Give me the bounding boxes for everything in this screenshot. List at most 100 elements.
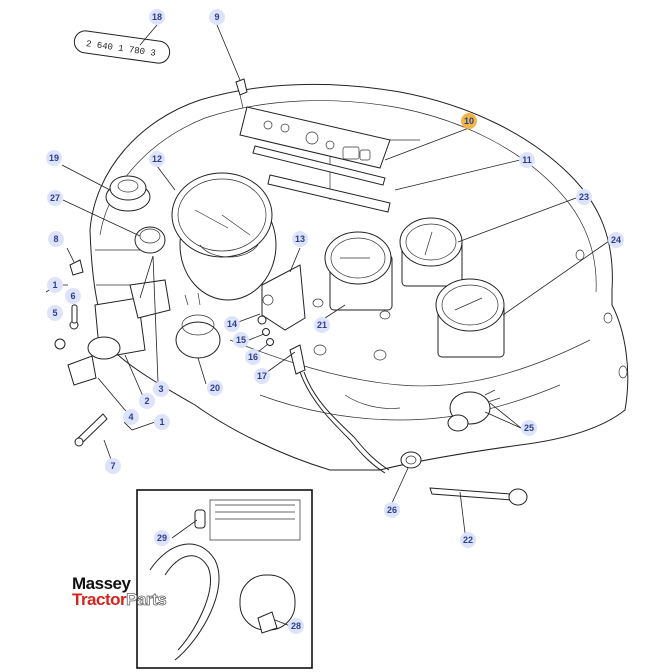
- callout-number: 23: [579, 192, 589, 202]
- callout-3: 3: [153, 381, 169, 397]
- cable-22: [429, 487, 528, 506]
- tachometer-gauge: [171, 172, 277, 301]
- bolt-7: [74, 413, 108, 447]
- callout-18: 18: [149, 9, 165, 25]
- callout-number: 26: [387, 505, 397, 515]
- callout-number: 10: [464, 116, 474, 126]
- callout-number: 29: [157, 533, 167, 543]
- callout-number: 20: [210, 383, 220, 393]
- callout-badge: [288, 618, 304, 634]
- callout-number: 28: [291, 621, 301, 631]
- callout-number: 5: [52, 308, 57, 318]
- callout-26: 26: [384, 502, 400, 518]
- callout-11: 11: [519, 152, 535, 168]
- logo-massey: Massey: [72, 574, 131, 593]
- callout-number: 19: [49, 153, 59, 163]
- callout-badge: [314, 317, 330, 333]
- callout-number: 12: [152, 154, 162, 164]
- callout-1: 1: [154, 414, 170, 430]
- callout-number: 6: [70, 291, 75, 301]
- callout-number: 14: [227, 319, 237, 329]
- callout-badge: [519, 152, 535, 168]
- callout-22: 22: [460, 532, 476, 548]
- callout-badge: [254, 368, 270, 384]
- logo-tractor-parts: TractorParts: [72, 590, 167, 610]
- callout-badge: [48, 231, 64, 247]
- callout-badge: [149, 9, 165, 25]
- grommet-26: [400, 451, 422, 469]
- switch-20: [175, 292, 221, 359]
- logo-parts: Parts: [126, 590, 167, 610]
- callout-badge: [245, 349, 261, 365]
- ignition-switch-assembly: [54, 279, 171, 386]
- callout-number: 9: [214, 12, 219, 22]
- callout-number: 24: [611, 235, 621, 245]
- callout-2: 2: [139, 393, 155, 409]
- callout-badge: [207, 380, 223, 396]
- callout-badge: [154, 530, 170, 546]
- callout-number: 1: [52, 280, 57, 290]
- callout-4: 4: [123, 409, 139, 425]
- callout-number: 8: [53, 234, 58, 244]
- callout-25: 25: [521, 420, 537, 436]
- callout-number: 25: [524, 423, 534, 433]
- callout-23: 23: [576, 189, 592, 205]
- fittings-14-17: [257, 315, 306, 375]
- callout-10: 10: [461, 113, 477, 129]
- callout-badge: [47, 305, 63, 321]
- callout-badge: [47, 277, 63, 293]
- callout-badge: [461, 113, 477, 129]
- callout-number: 2: [144, 396, 149, 406]
- callout-17: 17: [254, 368, 270, 384]
- gauge-21: [324, 231, 393, 311]
- callout-badge: [105, 458, 121, 474]
- oil-pressure-cap: [105, 175, 151, 212]
- callout-number: 27: [50, 193, 60, 203]
- callout-number: 22: [463, 535, 473, 545]
- warning-light-panel: [239, 106, 391, 213]
- serial-plate: 2 640 1 780 3: [73, 30, 171, 64]
- callout-12: 12: [149, 151, 165, 167]
- callout-badge: [209, 9, 225, 25]
- screw-9: [235, 78, 248, 109]
- callout-21: 21: [314, 317, 330, 333]
- gauge-24: [435, 278, 505, 358]
- callout-29: 29: [154, 530, 170, 546]
- callout-badge: [46, 150, 62, 166]
- callout-13: 13: [292, 231, 308, 247]
- callout-badge: [139, 393, 155, 409]
- callout-20: 20: [207, 380, 223, 396]
- bracket-13: [261, 264, 306, 331]
- callout-badge: [292, 231, 308, 247]
- callout-badge: [233, 332, 249, 348]
- callout-badge: [153, 381, 169, 397]
- callout-number: 11: [522, 155, 532, 165]
- logo-tractor: Tractor: [72, 590, 127, 609]
- callout-16: 16: [245, 349, 261, 365]
- callout-number: 13: [295, 234, 305, 244]
- gauge-23: [399, 217, 463, 287]
- sensor-cable: [299, 371, 390, 474]
- callout-1: 1: [47, 277, 63, 293]
- callout-number: 4: [128, 412, 133, 422]
- callout-badge: [47, 190, 63, 206]
- callout-badge: [608, 232, 624, 248]
- callout-6: 6: [65, 288, 81, 304]
- callout-7: 7: [105, 458, 121, 474]
- callout-number: 16: [248, 352, 258, 362]
- callout-badge: [460, 532, 476, 548]
- callout-number: 21: [317, 320, 327, 330]
- callout-badge: [149, 151, 165, 167]
- callout-number: 7: [110, 461, 115, 471]
- callout-28: 28: [288, 618, 304, 634]
- callout-number: 1: [159, 417, 164, 427]
- callout-9: 9: [209, 9, 225, 25]
- callout-number: 17: [257, 371, 267, 381]
- callout-badge: [521, 420, 537, 436]
- washer-8: [69, 259, 84, 276]
- switch-25: [447, 389, 501, 432]
- callout-19: 19: [46, 150, 62, 166]
- callout-badge: [65, 288, 81, 304]
